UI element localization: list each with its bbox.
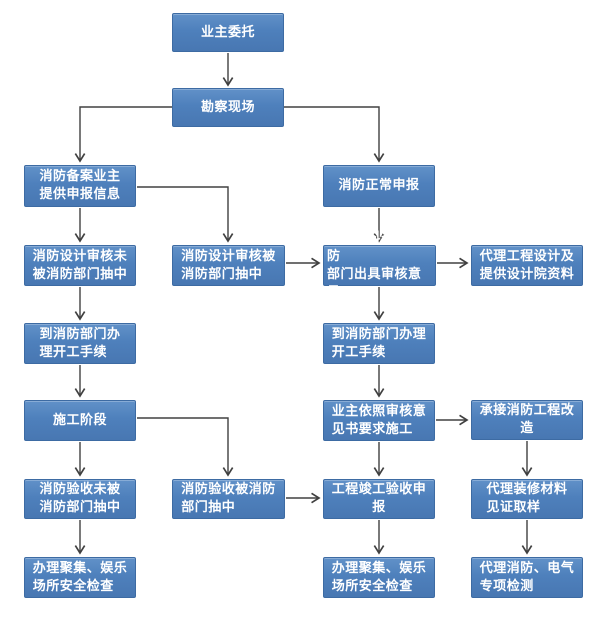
node-design-review-not-selected: 消防设计审核未 被消防部门抽中 (24, 245, 136, 286)
connector-filing-owner-info-to-design-review-selected (137, 186, 234, 243)
connector-construction-phase-to-acceptance-selected (137, 417, 234, 477)
node-design-review-selected: 消防设计审核被 消防部门抽中 (172, 245, 285, 286)
node-filing-owner-info: 消防备案业主 提供申报信息 (24, 165, 136, 207)
node-label: 业主委托 (200, 24, 255, 40)
node-venue-safety-check-right: 办理聚集、娱乐 场所安全检查 (323, 557, 435, 598)
node-normal-application: 消防正常申报 (323, 165, 435, 207)
node-label: 消防设计审核未 被消防部门抽中 (32, 248, 128, 282)
node-label: 消防设计审核被 消防部门抽中 (181, 248, 276, 282)
node-submit-review-materials: 申报材料递交消防 部门出具审核意见 (323, 231, 436, 300)
node-label: 消防验收被消防 部门抽中 (181, 482, 276, 515)
connector-site-survey-to-normal-application (284, 106, 385, 163)
node-agency-fire-electrical-testing: 代理消防、电气 专项检测 (471, 557, 583, 598)
node-label: 到消防部门办理 开工手续 (331, 326, 427, 360)
node-agency-decoration-materials: 代理装修材料 见证取样 (471, 479, 583, 519)
node-acceptance-selected: 消防验收被消防 部门抽中 (172, 479, 285, 519)
node-owner-commission: 业主委托 (172, 13, 284, 52)
node-label: 消防正常申报 (338, 178, 420, 193)
node-label: 施工阶段 (52, 412, 107, 428)
node-venue-safety-check-left: 办理聚集、娱乐 场所安全检查 (24, 557, 136, 598)
node-label: 申报材料递交消防 部门出具审核意见 (327, 230, 422, 300)
node-undertake-fire-renovation: 承接消防工程改造 (471, 400, 583, 440)
node-label: 办理聚集、娱乐 场所安全检查 (32, 560, 128, 594)
node-label: 代理工程设计及 提供设计院资料 (479, 248, 575, 282)
node-label: 工程竣工验收申报 (331, 482, 427, 515)
node-start-permit-right: 到消防部门办理 开工手续 (323, 323, 435, 364)
node-label: 消防验收未被 消防部门抽中 (39, 482, 121, 515)
node-acceptance-not-selected: 消防验收未被 消防部门抽中 (24, 479, 136, 519)
node-construction-phase: 施工阶段 (24, 400, 136, 441)
node-site-survey: 勘察现场 (172, 88, 284, 127)
node-label: 消防备案业主 提供申报信息 (39, 169, 121, 202)
node-label: 代理装修材料 见证取样 (486, 482, 568, 515)
node-label: 业主依照审核意 见书要求施工 (331, 403, 427, 437)
node-label: 承接消防工程改造 (479, 403, 575, 436)
node-label: 到消防部门办 理开工手续 (39, 326, 121, 360)
node-label: 勘察现场 (200, 99, 255, 115)
connector-site-survey-to-filing-owner-info (74, 106, 172, 163)
node-start-permit-left: 到消防部门办 理开工手续 (24, 323, 136, 364)
node-label: 代理消防、电气 专项检测 (479, 560, 575, 594)
node-agency-engineering-design: 代理工程设计及 提供设计院资料 (471, 245, 583, 286)
node-label: 办理聚集、娱乐 场所安全检查 (331, 560, 427, 594)
node-construct-per-review-opinion: 业主依照审核意 见书要求施工 (323, 400, 435, 441)
node-completion-acceptance: 工程竣工验收申报 (323, 479, 435, 519)
